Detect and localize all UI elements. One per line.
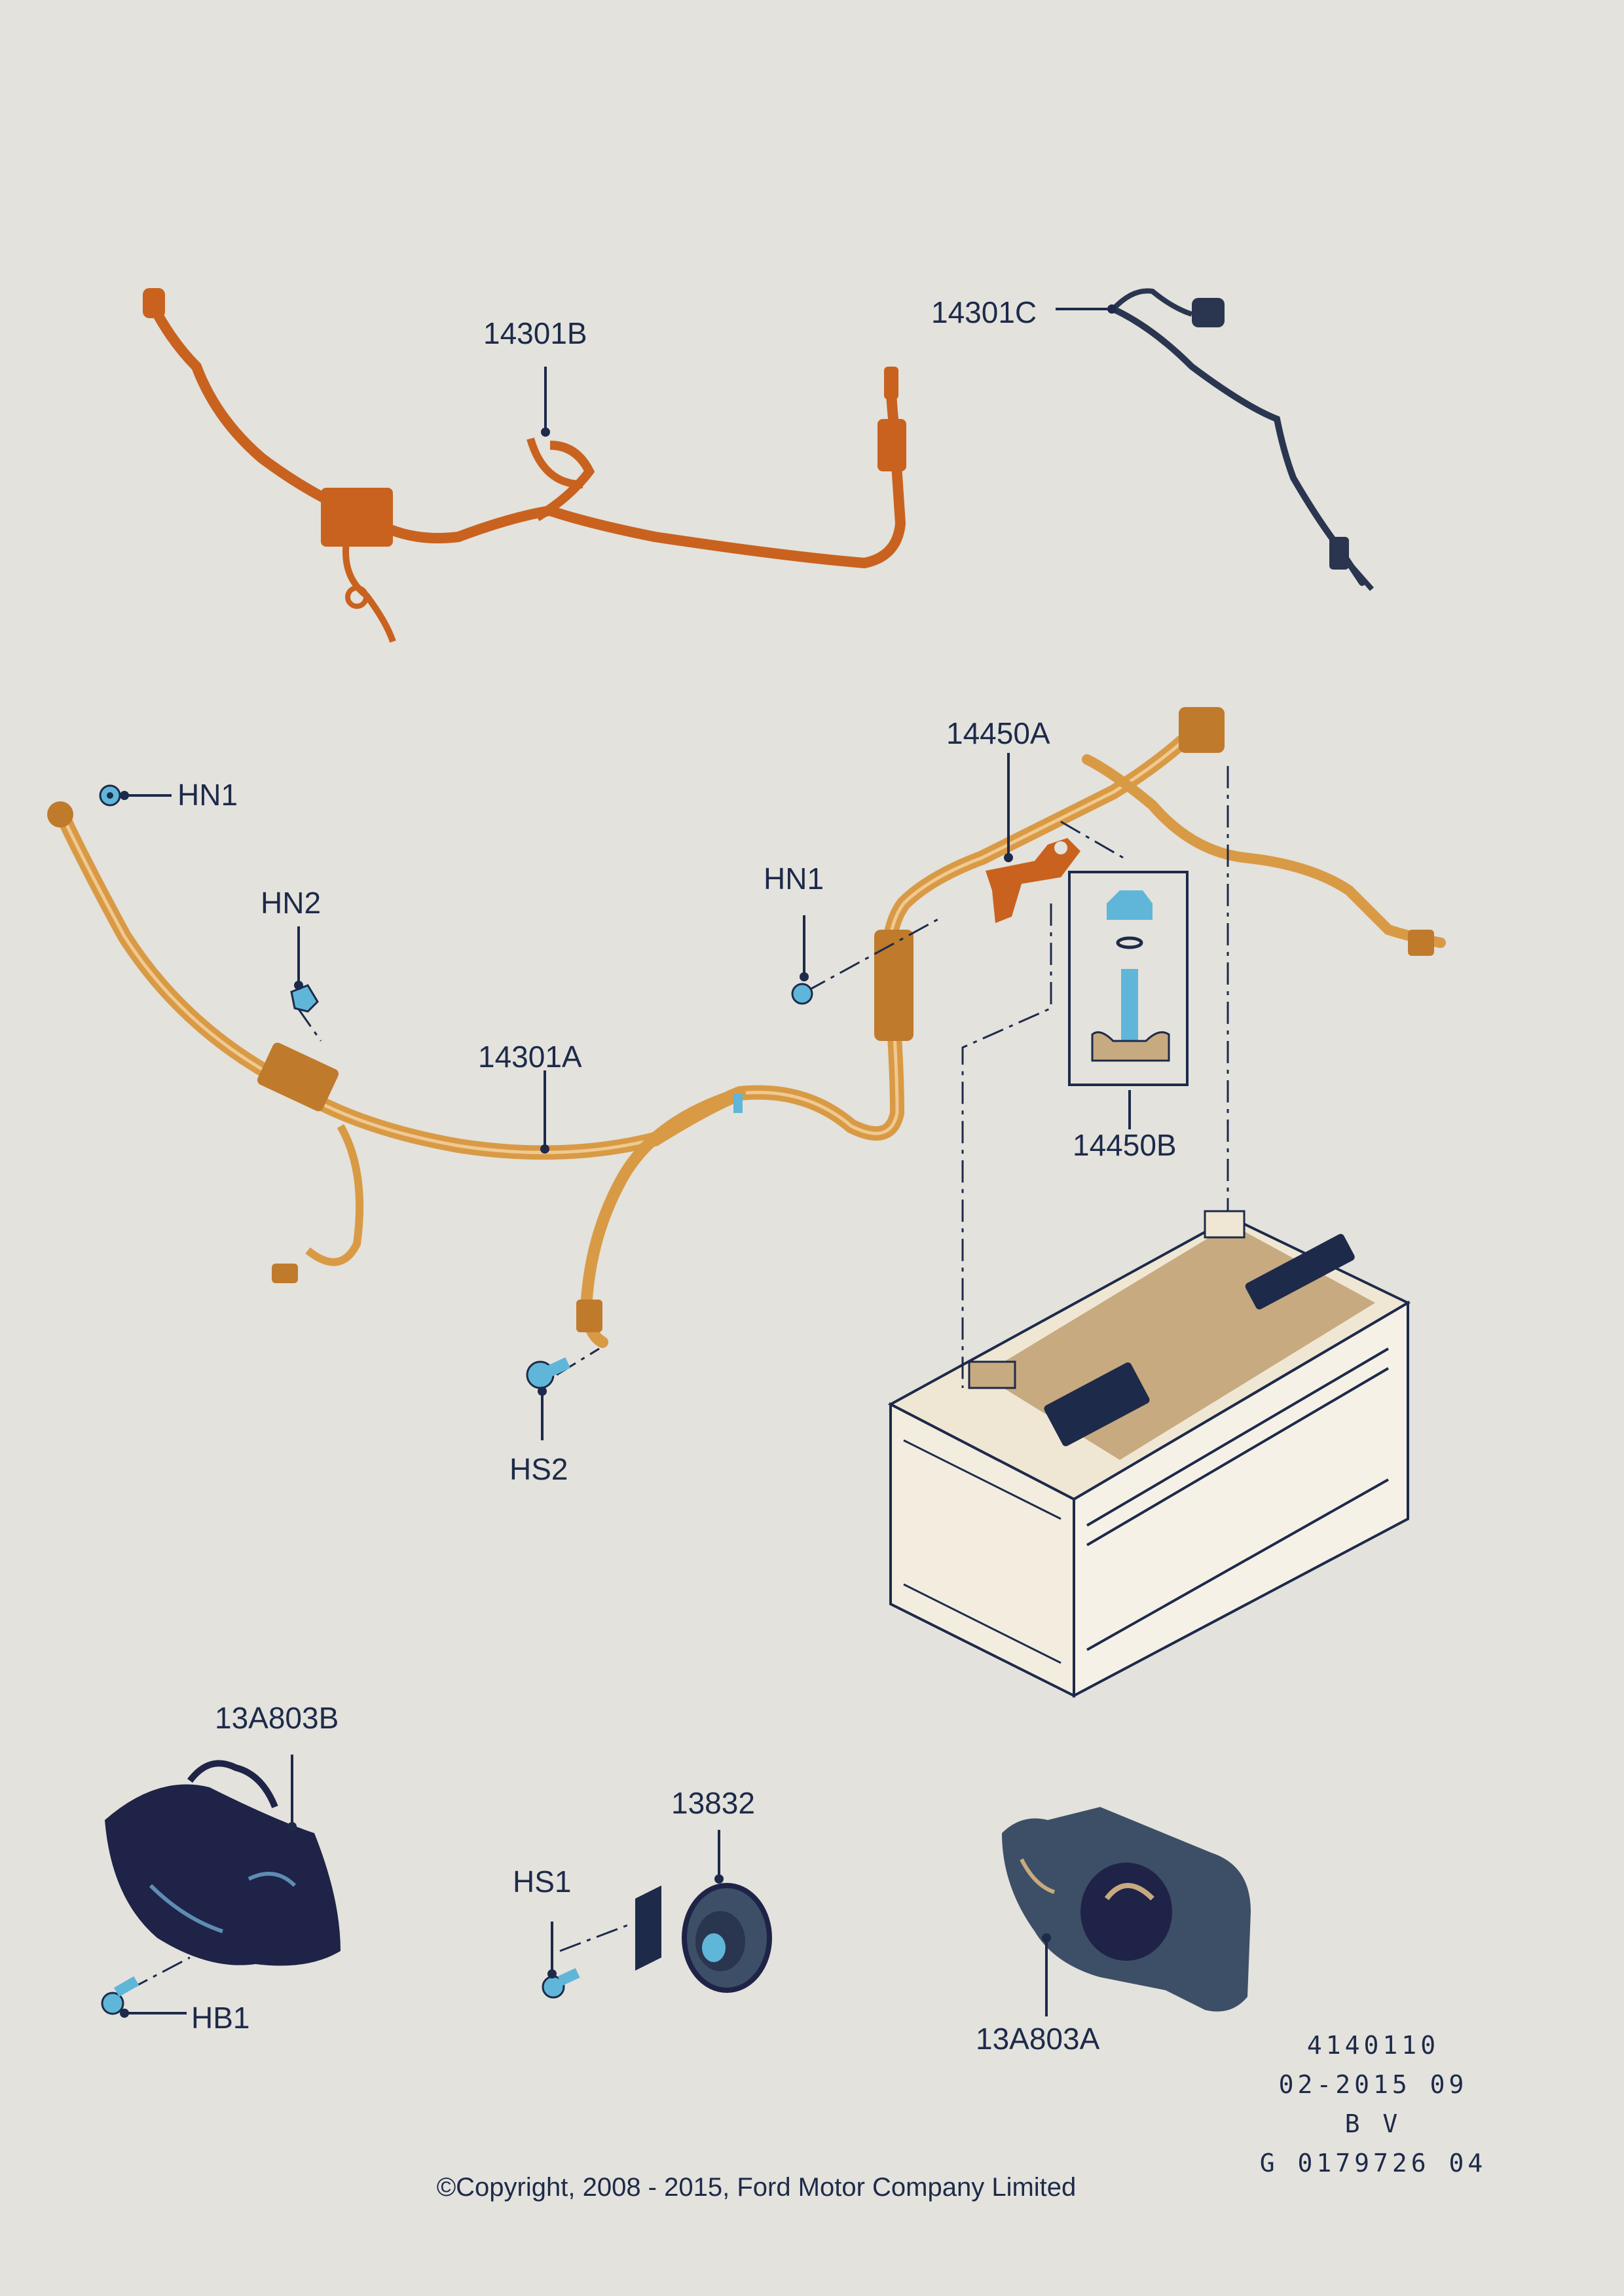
- horn-13a803b: [105, 1760, 341, 1966]
- meta-line-4: G 0179726 04: [1260, 2149, 1487, 2178]
- label-13832: 13832: [671, 1786, 755, 1820]
- horn-13a803a: [1002, 1807, 1251, 2012]
- label-13a803b: 13A803B: [215, 1701, 339, 1735]
- meta-line-3: B V: [1345, 2109, 1402, 2138]
- terminal-kit-14450b: [1068, 871, 1189, 1086]
- label-14301c: 14301C: [931, 295, 1037, 329]
- label-hn1-mid: HN1: [764, 862, 824, 896]
- nut-hn2: [290, 984, 319, 1013]
- copyright-notice: ©Copyright, 2008 - 2015, Ford Motor Comp…: [437, 2173, 1077, 2202]
- harness-14301c: [1110, 288, 1375, 591]
- label-hs1: HS1: [513, 1865, 571, 1899]
- label-hn1-top: HN1: [177, 778, 238, 812]
- nut-hn1-mid: [791, 983, 813, 1005]
- horn-13832: [635, 1883, 772, 1993]
- bolt-hb1: [101, 1976, 139, 2015]
- harness-14301a: [47, 707, 1446, 1348]
- label-hn2: HN2: [261, 886, 321, 920]
- label-13a803a: 13A803A: [976, 2022, 1100, 2056]
- label-14450a: 14450A: [946, 716, 1050, 750]
- label-14301a: 14301A: [478, 1040, 582, 1074]
- terminal-14450a: [986, 838, 1080, 923]
- harness-14301b: [143, 288, 906, 643]
- meta-line-1: 4140110: [1307, 2031, 1439, 2060]
- screw-hs2: [526, 1357, 570, 1389]
- leaders: [120, 304, 1131, 2018]
- label-hs2: HS2: [509, 1452, 568, 1486]
- label-hb1: HB1: [191, 2001, 249, 2035]
- label-14301b: 14301B: [483, 316, 587, 350]
- nut-hn1-top: [99, 784, 121, 807]
- label-14450b: 14450B: [1073, 1128, 1177, 1162]
- screw-hs1: [542, 1968, 580, 1999]
- meta-line-2: 02-2015 09: [1279, 2070, 1468, 2099]
- battery: [887, 1210, 1411, 1698]
